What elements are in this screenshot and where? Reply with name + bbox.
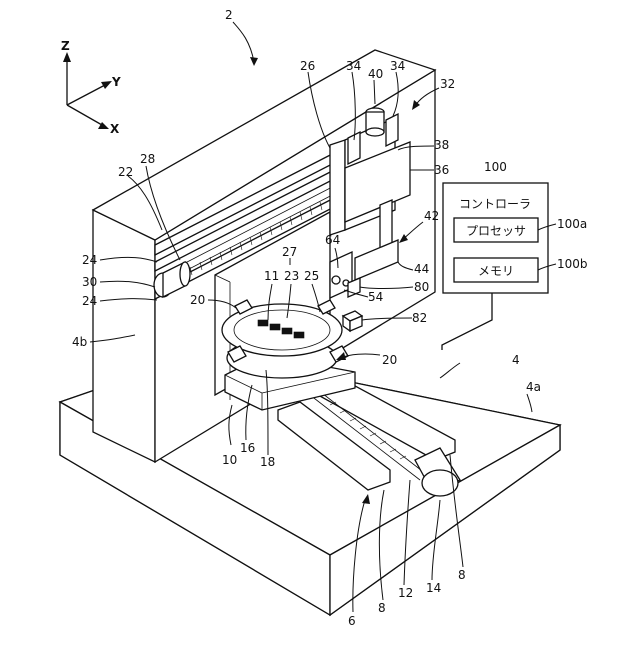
ref-8a: 8 xyxy=(378,601,386,615)
ref-25: 25 xyxy=(304,269,319,283)
memory-label: メモリ xyxy=(478,264,514,278)
ref-16: 16 xyxy=(240,441,255,455)
ref-10: 10 xyxy=(222,453,237,467)
ref-82: 82 xyxy=(412,311,427,325)
ref-34a: 34 xyxy=(346,59,361,73)
ref-28: 28 xyxy=(140,152,155,166)
ref-20b: 20 xyxy=(382,353,397,367)
ref-38: 38 xyxy=(434,138,449,152)
ref-42: 42 xyxy=(424,209,439,223)
ref-36: 36 xyxy=(434,163,449,177)
processor-label: プロセッサ xyxy=(466,224,526,238)
axis-x-label: X xyxy=(110,122,120,136)
ref-4b: 4b xyxy=(72,335,87,349)
ref-20a: 20 xyxy=(190,293,205,307)
ref-23: 23 xyxy=(284,269,299,283)
ref-40: 40 xyxy=(368,67,383,81)
controller-ref: 100 xyxy=(484,160,507,174)
ref-32: 32 xyxy=(440,77,455,91)
ref-22: 22 xyxy=(118,165,133,179)
ref-18: 18 xyxy=(260,455,275,469)
ref-24b: 24 xyxy=(82,294,97,308)
ref-4: 4 xyxy=(512,353,520,367)
ref-14: 14 xyxy=(426,581,441,595)
axis-z-label: Z xyxy=(61,39,70,53)
memory-ref: 100b xyxy=(557,257,588,271)
ref-27: 27 xyxy=(282,245,297,259)
axis-y-label: Y xyxy=(111,75,121,89)
ref-26: 26 xyxy=(300,59,315,73)
ref-34b: 34 xyxy=(390,59,405,73)
ref-44: 44 xyxy=(414,262,429,276)
ref-80: 80 xyxy=(414,280,429,294)
ref-4a: 4a xyxy=(526,380,541,394)
ref-11: 11 xyxy=(264,269,279,283)
processor-ref: 100a xyxy=(557,217,587,231)
ref-12: 12 xyxy=(398,586,413,600)
axis-indicator xyxy=(63,52,112,129)
controller-title: コントローラ xyxy=(459,197,531,211)
ref-30: 30 xyxy=(82,275,97,289)
ref-main: 2 xyxy=(225,8,233,22)
ref-54: 54 xyxy=(368,290,383,304)
ref-64: 64 xyxy=(325,233,340,247)
ref-6: 6 xyxy=(348,614,356,628)
ref-8b: 8 xyxy=(458,568,466,582)
ref-24a: 24 xyxy=(82,253,97,267)
